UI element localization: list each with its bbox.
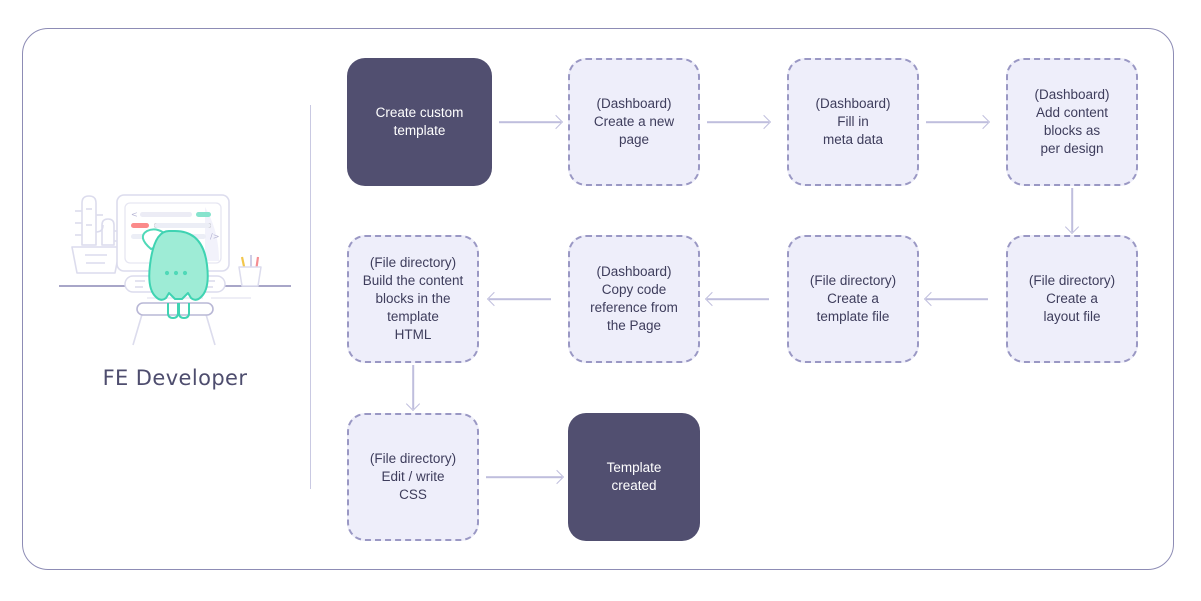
flow-node-label: Template created: [606, 460, 662, 493]
svg-text:<: <: [131, 210, 138, 219]
svg-text:/>: />: [210, 232, 219, 241]
flow-node-create-new-page[interactable]: (Dashboard) Create a new page: [568, 58, 700, 186]
flow-node-label: (Dashboard) Create a new page: [593, 96, 675, 147]
connector-copy-code-to-build-blocks: [486, 291, 551, 307]
stool-icon: [132, 302, 216, 346]
flow-node-create-custom-template[interactable]: Create custom template: [347, 58, 492, 186]
mascot-character: [141, 228, 209, 320]
flow-node-label: (File directory) Create a template file: [809, 273, 897, 324]
flow-node-create-layout-file[interactable]: (File directory) Create a layout file: [1006, 235, 1138, 363]
pencil-cup-icon: [238, 255, 262, 287]
connector-build-blocks-to-edit-css: [405, 365, 421, 412]
connector-create-template-to-new-page: [499, 114, 564, 130]
flow-node-edit-write-css[interactable]: (File directory) Edit / write CSS: [347, 413, 479, 541]
flow-node-label: (Dashboard) Fill in meta data: [815, 96, 891, 147]
flow-node-label: (Dashboard) Copy code reference from the…: [590, 264, 678, 333]
connector-meta-data-to-content-blocks: [926, 114, 991, 130]
connector-layout-file-to-template-file: [923, 291, 988, 307]
cactus-icon: [71, 195, 121, 274]
flow-node-build-content-blocks[interactable]: (File directory) Build the content block…: [347, 235, 479, 363]
connector-content-blocks-to-layout-file: [1064, 188, 1080, 235]
flow-node-label: (File directory) Build the content block…: [362, 255, 464, 342]
connector-edit-css-to-template-created: [486, 469, 565, 485]
flow-node-template-created[interactable]: Template created: [568, 413, 700, 541]
fe-developer-illustration: < />: [55, 185, 295, 355]
connector-template-file-to-copy-code: [704, 291, 769, 307]
flow-node-label: (File directory) Edit / write CSS: [369, 451, 457, 502]
flow-node-label: (Dashboard) Add content blocks as per de…: [1034, 87, 1110, 156]
illustration-caption: FE Developer: [102, 366, 248, 390]
connector-new-page-to-meta-data: [707, 114, 772, 130]
flow-node-add-content-blocks[interactable]: (Dashboard) Add content blocks as per de…: [1006, 58, 1138, 186]
flow-node-create-template-file[interactable]: (File directory) Create a template file: [787, 235, 919, 363]
section-divider: [310, 105, 312, 489]
flow-node-fill-in-meta-data[interactable]: (Dashboard) Fill in meta data: [787, 58, 919, 186]
flow-node-label: Create custom template: [375, 105, 464, 138]
flow-node-label: (File directory) Create a layout file: [1028, 273, 1116, 324]
flow-node-copy-code-reference[interactable]: (Dashboard) Copy code reference from the…: [568, 235, 700, 363]
